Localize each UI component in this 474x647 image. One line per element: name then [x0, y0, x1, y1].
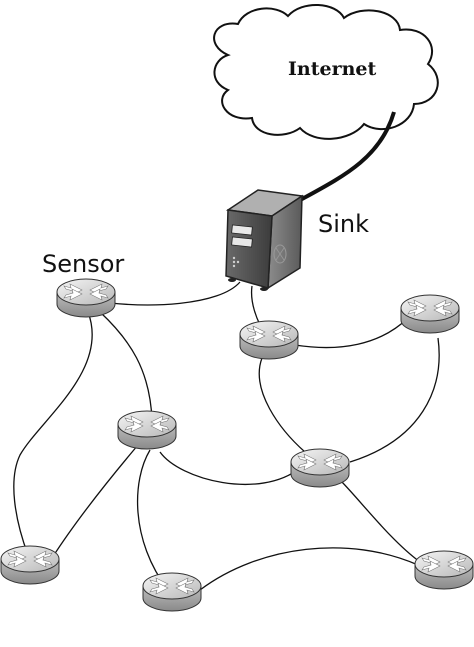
sink-label: Sink: [318, 210, 370, 238]
internet-label: Internet: [288, 58, 377, 80]
link-router2-router5: [258, 357, 306, 453]
link-router4-router6: [51, 444, 139, 559]
router-4-icon: [117, 410, 177, 450]
sensor-label: Sensor: [42, 250, 125, 278]
link-sensor-router6: [13, 311, 93, 556]
link-router5-router8: [339, 479, 421, 563]
router-3-icon: [400, 294, 460, 334]
link-router3-router5: [349, 337, 440, 463]
link-router4-router7: [137, 449, 169, 591]
link-router2-router3: [294, 317, 409, 349]
link-router4-router5: [159, 451, 301, 485]
router-2-icon: [239, 320, 299, 360]
sensor-router-icon: [56, 278, 116, 318]
link-sensor-router4: [99, 311, 153, 421]
router-6-icon: [0, 545, 60, 585]
sink-server: [225, 189, 305, 291]
router-7-icon: [142, 572, 202, 612]
internet-uplink: [292, 111, 396, 206]
link-router7-router8: [199, 547, 419, 591]
router-5-icon: [290, 448, 350, 488]
internet-cloud: [213, 3, 439, 140]
router-8-icon: [414, 550, 474, 590]
